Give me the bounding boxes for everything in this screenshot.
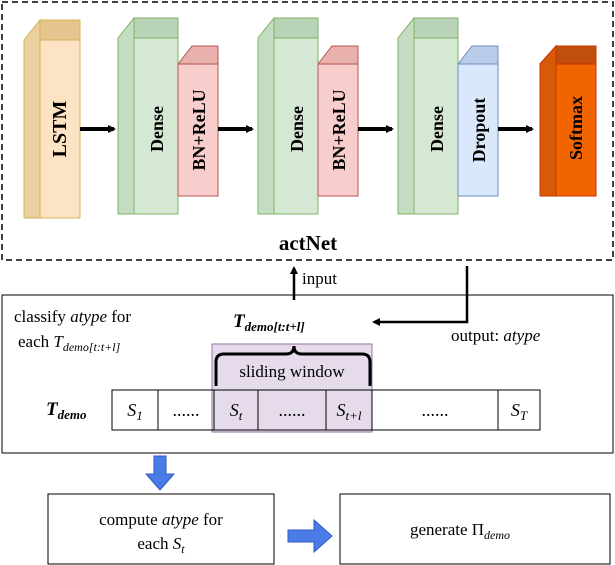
compute-line-1: compute atype for: [99, 510, 223, 529]
actnet-title: actNet: [279, 231, 337, 255]
layer-lstm: LSTM: [23, 18, 81, 219]
right-arrow: [287, 518, 333, 554]
classify-line-1: classify atype for: [14, 307, 131, 326]
layer-dropout: Dropout: [457, 45, 499, 197]
layer-bnrelu-1: BN+ReLU: [177, 45, 219, 197]
window-input-label: Tdemo[t:t+l]: [233, 311, 305, 334]
sequence-cells: S1...... St...... St+l...... ST: [111, 389, 541, 431]
sequence-cell-label: ......: [422, 400, 449, 420]
layer-dense-3-label: Dense: [427, 106, 447, 152]
compute-box: [47, 493, 275, 565]
layer-bnrelu-1-label: BN+ReLU: [189, 89, 209, 170]
layer-lstm-label: LSTM: [49, 101, 71, 158]
arrow-output: [372, 266, 469, 326]
sequence-cell-label: ST: [511, 400, 528, 423]
sequence-cell-label: S1: [127, 400, 143, 423]
classification-box: [1, 294, 614, 454]
layer-dense-1-label: Dense: [147, 106, 167, 152]
down-arrow: [144, 455, 176, 491]
layer-softmax-label: Softmax: [566, 96, 586, 160]
sequence-cell: [497, 389, 541, 431]
layer-softmax: Softmax: [539, 44, 597, 197]
sequence-cell-label: St: [230, 400, 243, 423]
sequence-cell-label: St+l: [337, 400, 362, 423]
compute-line-2: each St: [137, 534, 185, 556]
layer-dense-2: Dense: [257, 16, 319, 215]
input-label: input: [302, 269, 337, 288]
layer-bnrelu-2: BN+ReLU: [317, 45, 359, 197]
layer-dropout-label: Dropout: [469, 98, 489, 163]
sliding-window-brace: [214, 345, 372, 386]
layer-bnrelu-2-label: BN+ReLU: [329, 89, 349, 170]
layer-dense-1: Dense: [117, 16, 179, 215]
generate-text: generate Πdemo: [410, 520, 510, 542]
sequence-cell-label: ......: [279, 400, 306, 420]
sliding-window-label: sliding window: [239, 362, 345, 381]
classify-line-2: each Tdemo[t:t+l]: [18, 332, 121, 354]
output-label: output: atype: [451, 326, 541, 345]
layer-dense-2-label: Dense: [287, 106, 307, 152]
sliding-window-highlight: [211, 343, 373, 433]
sequence-cell-label: ......: [173, 400, 200, 420]
layer-dense-3: Dense: [397, 16, 459, 215]
actnet-container: [1, 1, 614, 261]
generate-box: [339, 493, 611, 565]
sequence-label: Tdemo: [46, 399, 87, 422]
